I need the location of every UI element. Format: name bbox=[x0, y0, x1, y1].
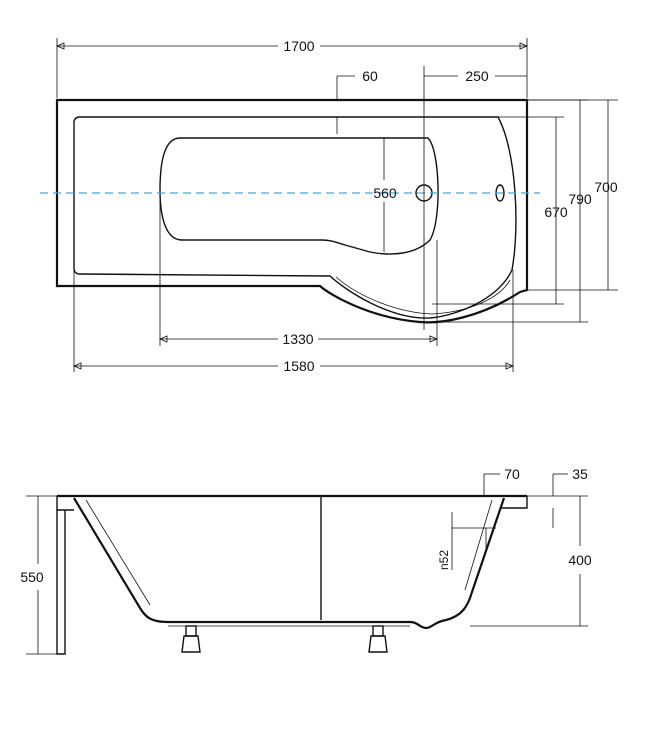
leg-left bbox=[181, 625, 201, 653]
dim-70: 70 bbox=[483, 466, 520, 496]
dim-label-n52: n52 bbox=[437, 550, 451, 570]
dim-label-60: 60 bbox=[362, 68, 378, 84]
dim-60: 60 bbox=[336, 68, 378, 134]
dim-label-250: 250 bbox=[465, 68, 489, 84]
dim-label-400: 400 bbox=[568, 552, 592, 568]
dim-label-35: 35 bbox=[572, 466, 588, 482]
front-apron bbox=[56, 510, 66, 655]
dim-overflow: n52 bbox=[437, 512, 496, 570]
dim-label-1330: 1330 bbox=[282, 331, 313, 347]
dim-560: 560 bbox=[373, 138, 397, 252]
dim-35: 35 bbox=[552, 466, 588, 528]
tub-inner-line bbox=[85, 499, 493, 606]
dim-1700: 1700 bbox=[55, 38, 529, 98]
side-view: 70 35 400 550 bbox=[20, 466, 592, 655]
side-rim-edge bbox=[56, 496, 528, 511]
dim-1580: 1580 bbox=[72, 270, 515, 374]
dim-label-670: 670 bbox=[544, 204, 568, 220]
dim-400: 400 bbox=[470, 495, 592, 627]
dim-1330: 1330 bbox=[158, 200, 439, 347]
dim-label-790: 790 bbox=[568, 191, 592, 207]
outer-rim bbox=[55, 98, 529, 324]
dim-550: 550 bbox=[20, 495, 57, 655]
tub-shell bbox=[73, 497, 506, 630]
dim-label-70: 70 bbox=[504, 466, 520, 482]
dim-label-700: 700 bbox=[594, 179, 618, 195]
top-view: 1700 60 250 700 790 bbox=[40, 38, 618, 374]
dim-670: 670 bbox=[432, 116, 568, 305]
inner-rim-step bbox=[335, 276, 511, 315]
dim-label-1580: 1580 bbox=[283, 358, 314, 374]
inner-rim bbox=[73, 116, 517, 319]
leg-right bbox=[368, 625, 388, 653]
dim-250: 250 bbox=[423, 66, 527, 330]
basin bbox=[159, 137, 439, 255]
dim-label-560: 560 bbox=[373, 185, 397, 201]
dim-790: 790 bbox=[420, 99, 592, 323]
dim-label-1700: 1700 bbox=[283, 38, 314, 54]
dim-label-550: 550 bbox=[20, 569, 44, 585]
